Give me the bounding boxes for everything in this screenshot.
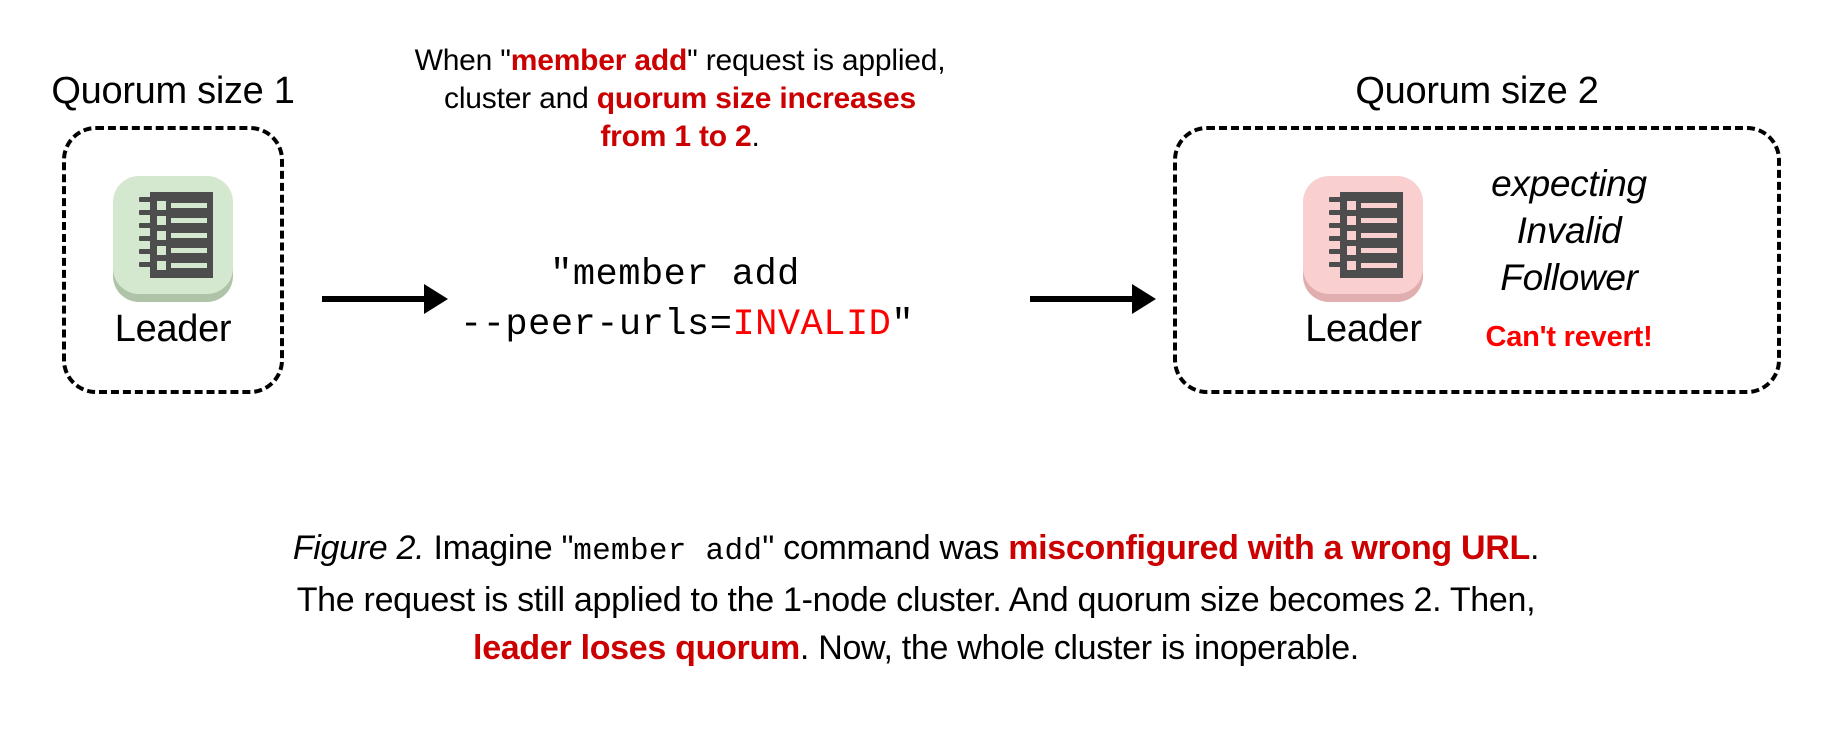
top-note-l2-red: quorum size increases	[596, 82, 916, 115]
etcd-node-icon	[111, 170, 235, 302]
node-glyph-icon	[139, 191, 213, 278]
arrow-head	[1132, 284, 1156, 314]
right-cluster-title: Quorum size 2	[1355, 70, 1599, 112]
left-cluster-title: Quorum size 1	[51, 70, 295, 112]
arrow-command-to-right	[1030, 282, 1156, 316]
caption-line-3: leader loses quorum. Now, the whole clus…	[0, 624, 1832, 672]
status-line-3: Follower	[1500, 256, 1638, 298]
command-close-quote: "	[891, 304, 915, 346]
left-node-label: Leader	[114, 307, 232, 350]
top-note-l1-post: " request is applied,	[687, 44, 946, 77]
status-line-1: expecting	[1491, 162, 1647, 204]
etcd-node-icon	[1301, 170, 1425, 302]
top-note-line-2: cluster and quorum size increases	[380, 80, 980, 118]
caption-red-leader-loses-quorum: leader loses quorum	[473, 629, 800, 667]
command-line-1: "member add	[550, 254, 800, 296]
caption-figure-label: Figure 2.	[292, 529, 425, 567]
caption-line-1: Figure 2. Imagine "member add" command w…	[0, 524, 1832, 576]
top-note-l2-pre: cluster and	[444, 82, 597, 115]
top-note-line-1: When "member add" request is applied,	[380, 42, 980, 80]
caption-seg-1: Imagine "	[424, 529, 574, 567]
caption-seg-4: . Now, the whole cluster is inoperable.	[799, 629, 1359, 667]
command-flag: --peer-urls=	[460, 304, 733, 346]
arrow-shaft	[1030, 296, 1134, 302]
left-cluster: Quorum size 1	[48, 70, 298, 394]
top-note-l1-pre: When "	[414, 44, 511, 77]
right-leader-node: Leader	[1301, 170, 1425, 350]
top-note-l3-red: from 1 to 2	[600, 120, 752, 153]
right-status-block: expecting Invalid Follower Can't revert!	[1485, 160, 1652, 354]
arrow-head	[424, 284, 448, 314]
command-text: "member add --peer-urls=INVALID"	[460, 250, 914, 350]
top-note-line-3: from 1 to 2.	[380, 118, 980, 156]
right-node-label: Leader	[1305, 307, 1422, 350]
figure-caption: Figure 2. Imagine "member add" command w…	[0, 524, 1832, 672]
command-line-2: --peer-urls=INVALID"	[460, 300, 914, 350]
node-glyph-icon	[1329, 191, 1404, 278]
caption-line-2: The request is still applied to the 1-no…	[296, 581, 1536, 619]
right-cluster-box: Leader expecting Invalid Follower Can't …	[1173, 125, 1781, 394]
arrow-shaft	[322, 296, 426, 302]
top-note: When "member add" request is applied, cl…	[380, 42, 980, 156]
top-note-l3-post: .	[751, 120, 760, 153]
caption-mono-command: member add	[573, 534, 763, 569]
command-invalid-value: INVALID	[732, 304, 892, 346]
left-cluster-box: Leader	[62, 125, 284, 394]
arrow-left-to-command	[322, 282, 448, 316]
caption-seg-2: " command was	[762, 529, 1009, 567]
left-leader-node: Leader	[111, 170, 235, 350]
caption-seg-3: .	[1530, 529, 1540, 567]
right-cluster: Quorum size 2	[1172, 70, 1782, 394]
status-line-2: Invalid	[1516, 209, 1622, 251]
cant-revert-warning: Can't revert!	[1485, 320, 1653, 353]
caption-red-misconfigured: misconfigured with a wrong URL	[1008, 529, 1531, 567]
expecting-status: expecting Invalid Follower	[1485, 160, 1652, 301]
top-note-l1-red: member add	[510, 44, 688, 77]
